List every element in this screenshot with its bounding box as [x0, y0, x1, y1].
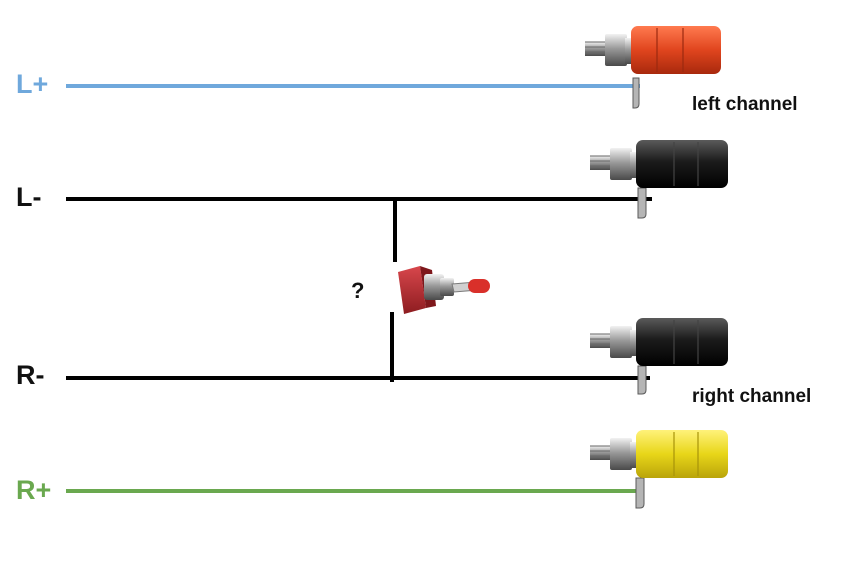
- label-r-minus: R-: [16, 360, 45, 390]
- binding-post-black-icon: [590, 318, 728, 395]
- toggle-switch-icon: [398, 266, 490, 314]
- label-question: ?: [351, 278, 365, 303]
- binding-post-red-icon: [585, 26, 721, 109]
- label-r-plus: R+: [16, 475, 52, 505]
- binding-post-yellow-icon: [590, 430, 728, 509]
- label-left-channel: left channel: [692, 94, 798, 115]
- label-right-channel: right channel: [692, 386, 812, 407]
- label-l-minus: L-: [16, 182, 42, 212]
- binding-post-black-icon: [590, 140, 728, 219]
- label-l-plus: L+: [16, 69, 49, 99]
